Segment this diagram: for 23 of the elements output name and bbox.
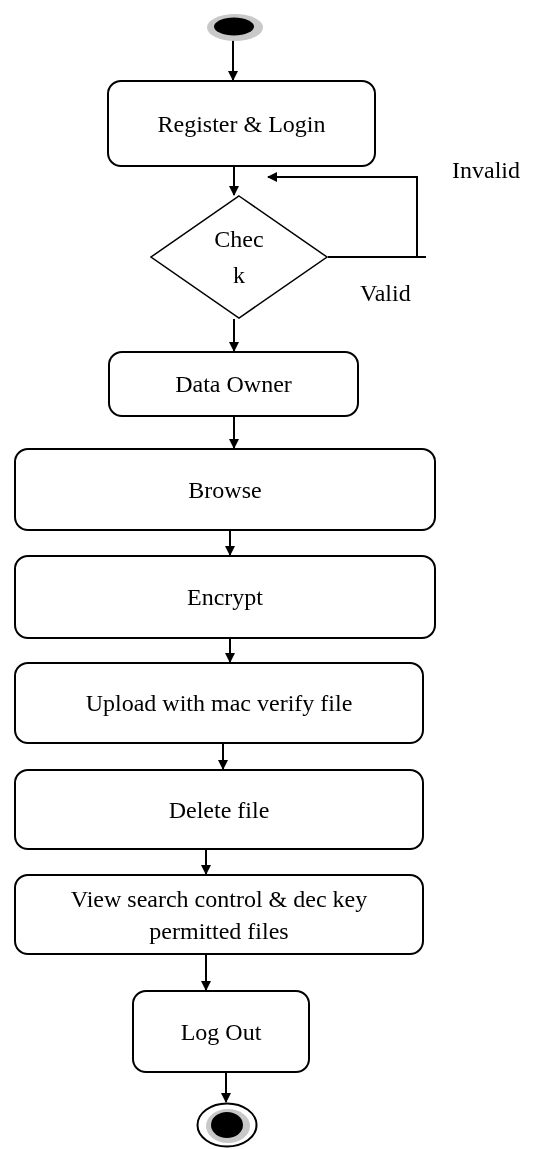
process-box: Browse [14, 448, 436, 531]
arrow [218, 743, 228, 770]
start-node [205, 12, 263, 41]
arrow [229, 166, 239, 196]
arrow [225, 530, 235, 556]
arrow [225, 638, 235, 663]
end-node [196, 1102, 258, 1148]
process-box: Upload with mac verify file [14, 662, 424, 744]
process-box: View search control & dec key permitted files [14, 874, 424, 955]
arrow [267, 172, 418, 258]
condition-text: Valid [360, 281, 411, 305]
arrow [201, 849, 211, 875]
process-box: Register & Login [107, 80, 376, 167]
arrow [221, 1072, 231, 1103]
arrow [229, 416, 239, 449]
arrow [228, 38, 238, 81]
node-text: Chec k [214, 225, 264, 290]
process-box: Encrypt [14, 555, 436, 639]
process-box: Log Out [132, 990, 310, 1073]
arrow [229, 318, 239, 352]
arrow [201, 954, 211, 991]
process-box: Data Owner [108, 351, 359, 417]
process-box: Delete file [14, 769, 424, 850]
